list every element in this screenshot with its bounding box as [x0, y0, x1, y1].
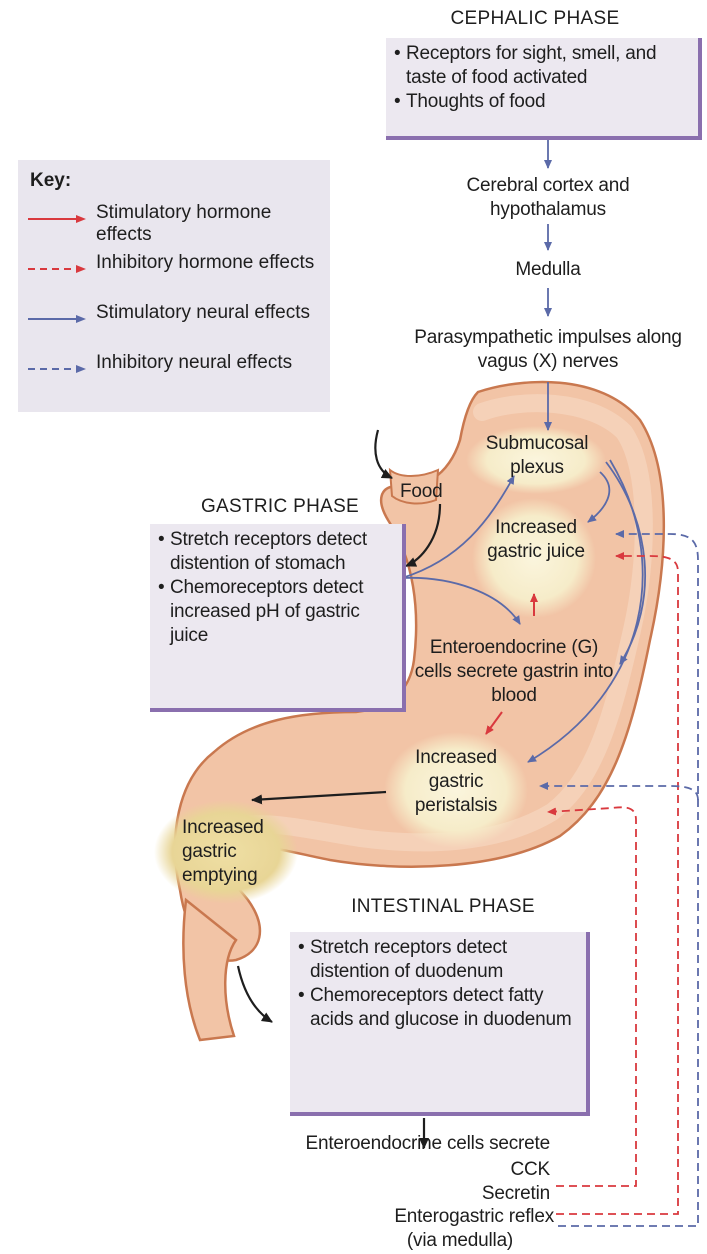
dashed-blue-arrow-icon — [26, 364, 88, 374]
gastric-bullet: Stretch receptors detect distention of s… — [158, 528, 396, 576]
cephalic-bullet: Thoughts of food — [394, 90, 692, 114]
dashed-red-arrow-icon — [26, 264, 88, 274]
cephalic-phase-title: CEPHALIC PHASE — [390, 8, 680, 30]
solid-red-arrow-icon — [26, 214, 88, 224]
parasympathetic-label: Parasympathetic impulses along vagus (X)… — [398, 326, 698, 374]
legend-label: Stimulatory hormone effects — [96, 202, 326, 246]
solid-blue-arrow-icon — [26, 314, 88, 324]
gastric-phase-box: Stretch receptors detect distention of s… — [150, 524, 406, 712]
intestinal-phase-box: Stretch receptors detect distention of d… — [290, 932, 590, 1116]
gastric-phase-title: GASTRIC PHASE — [150, 496, 410, 518]
intestinal-bullet: Chemoreceptors detect fatty acids and gl… — [298, 984, 580, 1032]
enterogastric-reflex-label: Enterogastric reflex — [300, 1206, 554, 1228]
legend-item-inhibitory-hormone: Inhibitory hormone effects — [26, 252, 326, 300]
medulla-label: Medulla — [468, 258, 628, 282]
submucosal-plexus-label: Submucosal plexus — [472, 432, 602, 480]
secretin-label: Secretin — [400, 1182, 550, 1206]
intestinal-phase-title: INTESTINAL PHASE — [298, 896, 588, 918]
legend-key: Key: Stimulatory hormone effects Inhibit… — [18, 160, 330, 412]
legend-label: Stimulatory neural effects — [96, 302, 326, 324]
enteroendocrine-secrete-label: Enteroendocrine cells secrete — [220, 1132, 550, 1156]
cephalic-phase-box: Receptors for sight, smell, and taste of… — [386, 38, 702, 140]
legend-label: Inhibitory neural effects — [96, 352, 326, 374]
gastric-bullet: Chemoreceptors detect increased pH of ga… — [158, 576, 396, 648]
via-medulla-label: (via medulla) — [380, 1230, 540, 1252]
cephalic-bullets: Receptors for sight, smell, and taste of… — [394, 42, 692, 114]
cck-label: CCK — [420, 1158, 550, 1182]
intestinal-bullets: Stretch receptors detect distention of d… — [298, 936, 580, 1032]
enteroendocrine-label: Enteroendocrine (G) cells secrete gastri… — [414, 636, 614, 708]
cortex-label: Cerebral cortex and hypothalamus — [438, 174, 658, 222]
intestinal-bullet: Stretch receptors detect distention of d… — [298, 936, 580, 984]
gastric-emptying-label: Increased gastric emptying — [182, 816, 292, 888]
legend-item-inhibitory-neural: Inhibitory neural effects — [26, 352, 326, 400]
cephalic-bullet: Receptors for sight, smell, and taste of… — [394, 42, 692, 90]
gastric-bullets: Stretch receptors detect distention of s… — [158, 528, 396, 648]
peristalsis-label: Increased gastric peristalsis — [392, 746, 520, 818]
legend-label: Inhibitory hormone effects — [96, 252, 326, 274]
gastric-juice-label: Increased gastric juice — [480, 516, 592, 564]
legend-item-stimulatory-hormone: Stimulatory hormone effects — [26, 202, 326, 250]
legend-title: Key: — [30, 170, 71, 192]
legend-item-stimulatory-neural: Stimulatory neural effects — [26, 302, 326, 350]
arrow-duodenum-to-intestinal — [238, 966, 272, 1022]
